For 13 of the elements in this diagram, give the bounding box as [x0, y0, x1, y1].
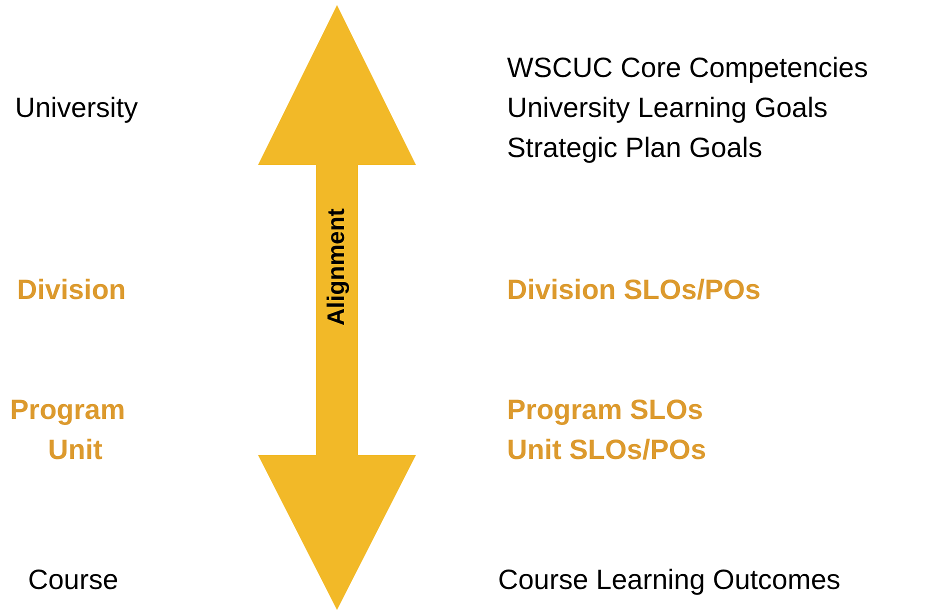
outcome-label: Program SLOs — [507, 393, 704, 427]
outcome-label: Course Learning Outcomes — [498, 563, 840, 597]
level-label: Program — [10, 393, 126, 427]
outcome-label: University Learning Goals — [507, 91, 828, 125]
outcome-label: WSCUC Core Competencies — [507, 51, 868, 85]
outcome-label: Unit SLOs/POs — [507, 433, 706, 467]
level-label: Course — [28, 563, 118, 597]
level-label: Division — [17, 273, 126, 307]
level-label: Unit — [48, 433, 102, 467]
level-label: University — [15, 91, 138, 125]
arrow-label: Alignment — [323, 208, 351, 326]
outcome-label: Strategic Plan Goals — [507, 131, 762, 165]
outcome-label: Division SLOs/POs — [507, 273, 761, 307]
